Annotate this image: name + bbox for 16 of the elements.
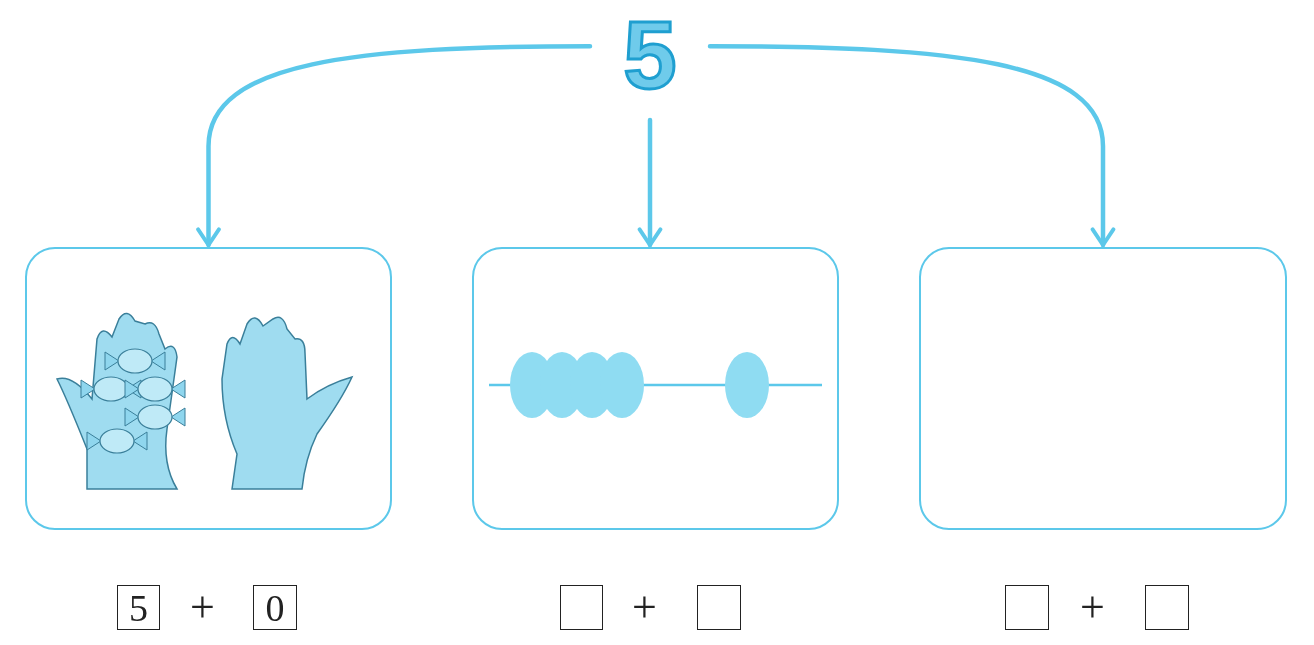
picture-panel (472, 247, 839, 530)
empty-answer-box (697, 585, 741, 630)
empty-answer-box (560, 585, 603, 630)
empty-answer-box (1005, 585, 1049, 630)
answer-box: 5 (117, 585, 160, 630)
plus-sign: + (190, 585, 215, 630)
answer-box: 0 (253, 585, 297, 630)
plus-sign: + (632, 585, 657, 630)
arrow (196, 43, 593, 248)
picture-panel (919, 247, 1287, 530)
plus-sign: + (1080, 585, 1105, 630)
number-heading: 5 (623, 7, 677, 103)
arrow (637, 117, 663, 248)
empty-answer-box (1145, 585, 1189, 630)
picture-panel (25, 247, 392, 530)
arrow (707, 43, 1116, 248)
